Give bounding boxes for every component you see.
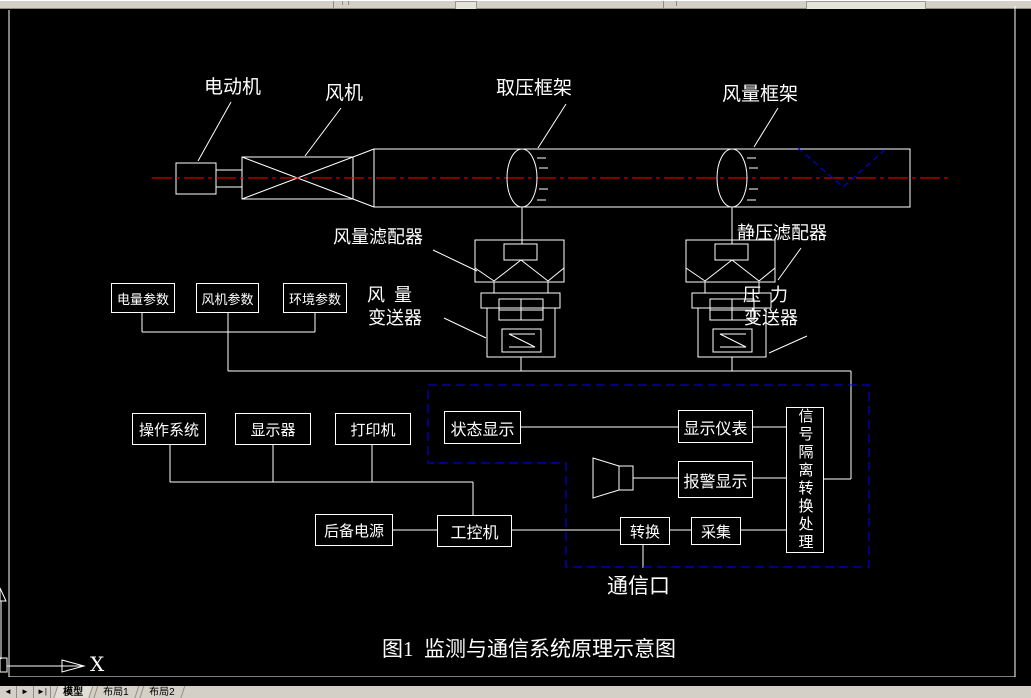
node-convert: 转换 bbox=[620, 517, 670, 545]
node-alarm-display: 报警显示 bbox=[678, 461, 753, 498]
flow-transmitter-symbol bbox=[480, 292, 561, 371]
node-monitor: 显示器 bbox=[235, 413, 311, 445]
duct bbox=[373, 148, 911, 208]
label-fan: 风机 bbox=[325, 83, 364, 104]
label-motor: 电动机 bbox=[204, 77, 262, 98]
toolbar-separator bbox=[348, 1, 349, 5]
signal-bus bbox=[228, 370, 852, 480]
toolbar-separator bbox=[676, 1, 677, 6]
node-display-meter: 显示仪表 bbox=[678, 410, 753, 443]
tab-layout1-label: 布局1 bbox=[103, 687, 129, 698]
pressure-frame-symbol bbox=[506, 148, 548, 244]
tab-model-label: 模型 bbox=[63, 687, 84, 698]
parameter-bus bbox=[141, 312, 316, 371]
tab-nav-next-icon[interactable]: ► bbox=[17, 686, 34, 698]
tab-model[interactable]: 模型 bbox=[52, 686, 94, 698]
node-status-display: 状态显示 bbox=[444, 411, 521, 444]
label-comm-port: 通信口 bbox=[607, 574, 670, 598]
node-env-params: 环境参数 bbox=[283, 283, 347, 313]
toolbar-strip bbox=[0, 0, 1031, 10]
tab-layout2-label: 布局2 bbox=[148, 687, 175, 698]
ucs-icon bbox=[0, 587, 86, 673]
node-fan-params: 风机参数 bbox=[196, 283, 259, 313]
layout-tab-bar: ◄ ► ►| 模型 布局1 布局2 bbox=[0, 686, 1031, 698]
ucs-x-label: X bbox=[90, 652, 105, 676]
node-printer: 打印机 bbox=[335, 413, 411, 445]
label-static-filter: 静压滤配器 bbox=[737, 223, 827, 243]
label-flow-frame: 风量框架 bbox=[722, 84, 799, 105]
label-pressure-frame: 取压框架 bbox=[496, 78, 573, 99]
node-power-params: 电量参数 bbox=[111, 283, 175, 313]
node-signal-processor: 信号隔离转换处理 bbox=[786, 407, 824, 553]
motor-symbol bbox=[175, 162, 243, 195]
speaker-icon bbox=[592, 457, 634, 499]
label-flow-transmitter-1: 风 量 bbox=[367, 285, 412, 305]
tab-layout1[interactable]: 布局1 bbox=[92, 686, 139, 698]
tab-layout2[interactable]: 布局2 bbox=[138, 686, 185, 698]
node-collect: 采集 bbox=[691, 517, 741, 545]
toolbar-separator bbox=[333, 1, 334, 9]
tab-nav-last-icon[interactable]: ►| bbox=[34, 686, 51, 698]
tab-nav-prev-icon[interactable]: ◄ bbox=[0, 686, 17, 698]
node-backup-power: 后备电源 bbox=[315, 514, 393, 546]
v-cone-probe bbox=[797, 147, 888, 188]
fan-symbol bbox=[241, 148, 375, 208]
drawing-area[interactable]: 电动机 风机 取压框架 风量框架 风量滤配器 静压滤配器 风 量 变送器 压 力… bbox=[0, 6, 1031, 687]
toolbar-separator bbox=[663, 1, 664, 9]
canvas-margin bbox=[0, 677, 1031, 686]
label-pressure-transmitter-2: 变送器 bbox=[744, 308, 798, 328]
node-ipc: 工控机 bbox=[437, 515, 512, 547]
leader-lines bbox=[197, 101, 808, 354]
flow-filter-symbol bbox=[474, 239, 565, 293]
label-flow-filter: 风量滤配器 bbox=[333, 227, 423, 247]
figure-caption: 图1 监测与通信系统原理示意图 bbox=[382, 637, 676, 661]
canvas-border bbox=[8, 6, 1016, 678]
node-os: 操作系统 bbox=[132, 413, 206, 445]
label-pressure-transmitter-1: 压 力 bbox=[743, 285, 788, 305]
toolbar-separator bbox=[342, 1, 343, 5]
label-flow-transmitter-2: 变送器 bbox=[368, 308, 422, 328]
